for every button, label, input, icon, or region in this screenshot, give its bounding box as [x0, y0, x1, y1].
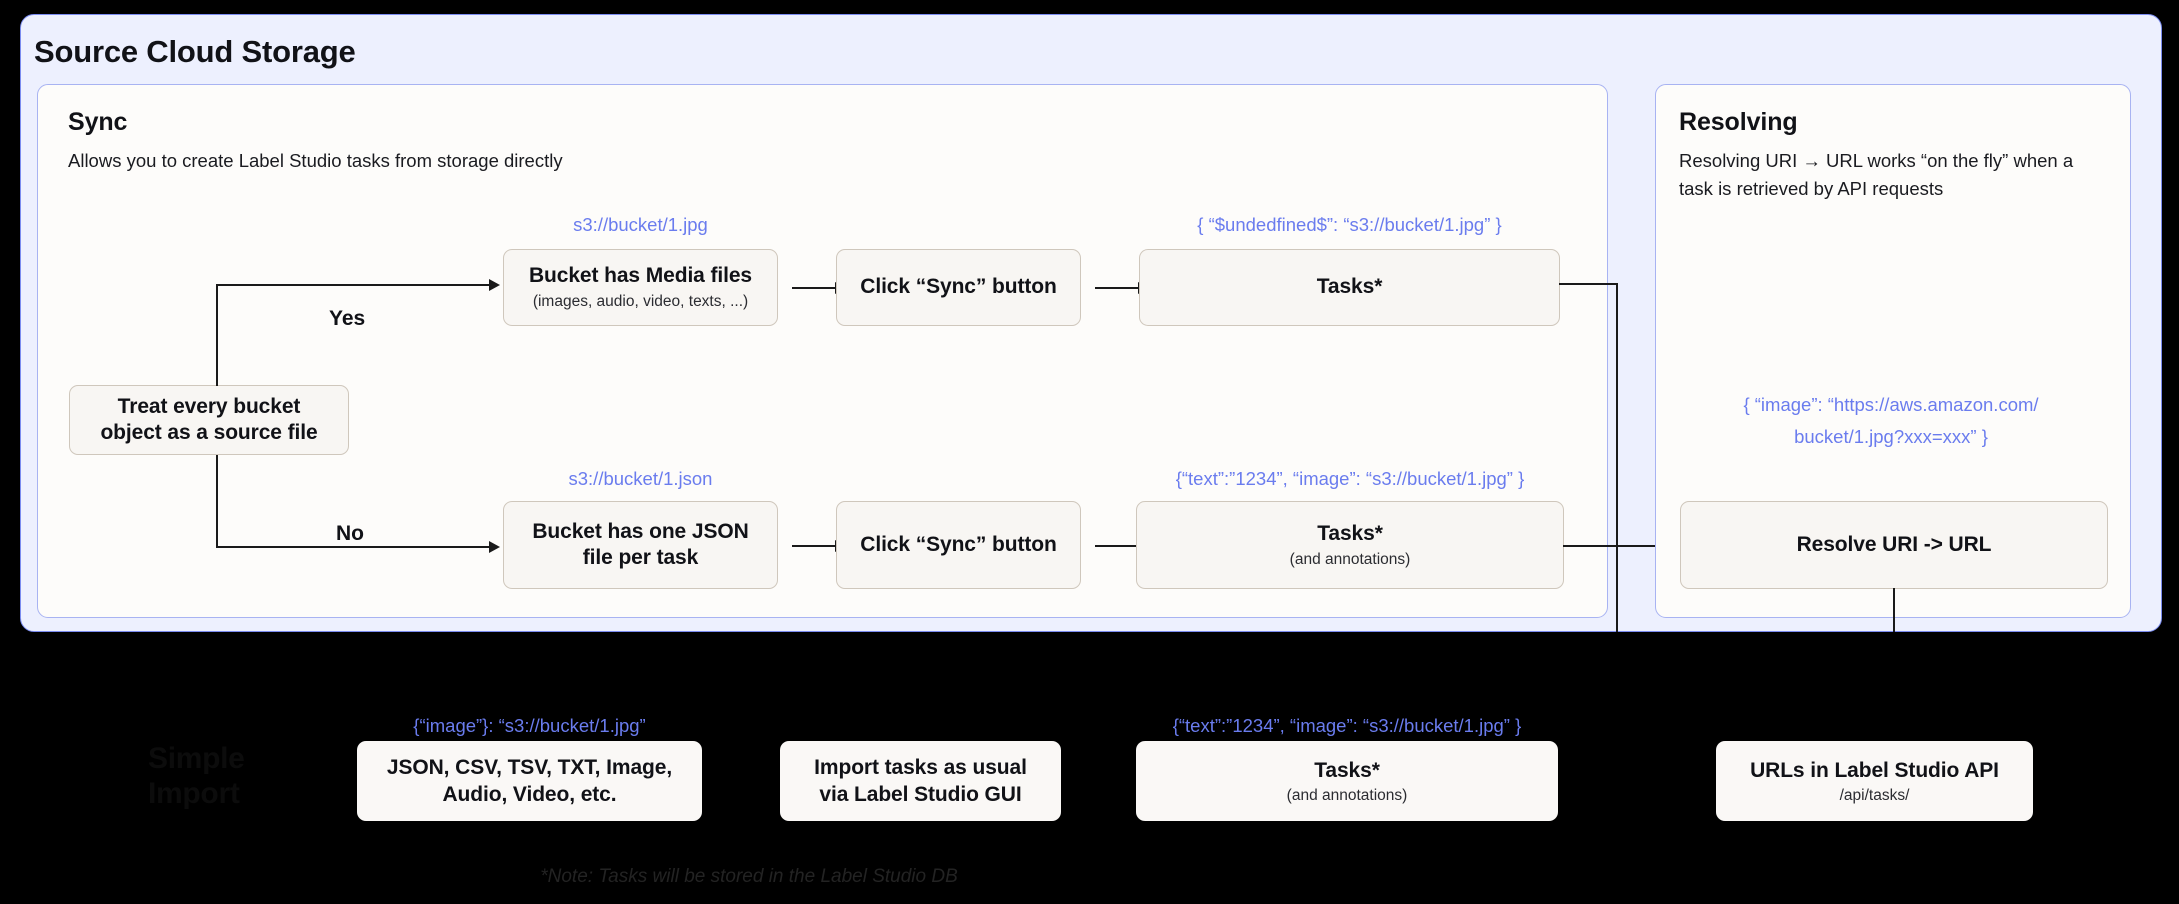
branch-yes-vertical-connector	[216, 284, 218, 386]
branch-yes-arrowhead	[489, 279, 500, 291]
branch-label-no: No	[336, 522, 364, 545]
bottom-api-title: URLs in Label Studio API	[1750, 758, 1999, 782]
bottom-api-box[interactable]: URLs in Label Studio API /api/tasks/	[1716, 741, 2033, 821]
row1-arrow-1-line	[792, 287, 837, 289]
simple-import-watermark-label: Simple Import	[148, 742, 245, 810]
row1-uri-note: s3://bucket/1.jpg	[573, 214, 708, 235]
branch-no-vertical-connector	[216, 455, 218, 548]
row1-sync-button-box[interactable]: Click “Sync” button	[836, 249, 1081, 326]
row1-result-note: { “$undedfined$”: “s3://bucket/1.jpg” }	[1197, 214, 1502, 235]
row1-tasks-title: Tasks*	[1316, 275, 1383, 299]
decision-box-label: Treat every bucket object as a source fi…	[100, 394, 318, 444]
row1-tasks-exit-vertical	[1616, 283, 1618, 632]
row1-source-title: Bucket has Media files	[528, 264, 753, 288]
resolving-url-note-line1: { “image”: “https://aws.amazon.com/	[1743, 394, 2039, 415]
row2-arrow-1-line	[792, 545, 837, 547]
row2-tasks-box[interactable]: Tasks* (and annotations)	[1136, 501, 1564, 589]
resolving-subtitle: Resolving URI → URL works “on the fly” w…	[1679, 150, 2074, 199]
row1-sync-button-label: Click “Sync” button	[860, 275, 1057, 299]
bottom-formats-label: JSON, CSV, TSV, TXT, Image, Audio, Video…	[386, 755, 673, 806]
bottom-api-sub: /api/tasks/	[1839, 787, 1910, 805]
row2-tasks-sub: (and annotations)	[1289, 550, 1411, 568]
bottom-tasks-box[interactable]: Tasks* (and annotations)	[1136, 741, 1558, 821]
row1-source-sub: (images, audio, video, texts, ...)	[532, 293, 749, 311]
row1-source-box[interactable]: Bucket has Media files (images, audio, v…	[503, 249, 778, 326]
row1-arrow-2-line	[1095, 287, 1140, 289]
sync-heading: Sync	[68, 108, 128, 136]
row2-tasks-title: Tasks*	[1317, 521, 1383, 545]
bottom-tasks-note: {“text”:”1234”, “image”: “s3://bucket/1.…	[1172, 715, 1522, 736]
resolve-uri-to-url-label: Resolve URI -> URL	[1796, 532, 1992, 556]
row2-sync-button-box[interactable]: Click “Sync” button	[836, 501, 1081, 589]
row1-tasks-box[interactable]: Tasks*	[1139, 249, 1560, 326]
sync-subtitle: Allows you to create Label Studio tasks …	[68, 150, 563, 171]
branch-no-horizontal-connector	[216, 546, 491, 548]
resolving-heading: Resolving	[1679, 108, 1798, 136]
row2-to-resolve-line	[1563, 545, 1678, 547]
row2-result-note: {“text”:”1234”, “image”: “s3://bucket/1.…	[1175, 468, 1525, 489]
row1-tasks-exit-horizontal	[1559, 283, 1617, 285]
bottom-tasks-sub: (and annotations)	[1286, 787, 1408, 805]
branch-label-yes: Yes	[329, 307, 366, 330]
bottom-formats-note: {“image”}: “s3://bucket/1.jpg”	[413, 715, 646, 736]
resolve-uri-to-url-box[interactable]: Resolve URI -> URL	[1680, 501, 2108, 589]
row2-source-title: Bucket has one JSON file per task	[532, 519, 749, 569]
branch-yes-horizontal-connector	[216, 284, 491, 286]
row2-uri-note: s3://bucket/1.json	[568, 468, 713, 489]
page-title: Source Cloud Storage	[34, 34, 356, 69]
footnote: *Note: Tasks will be stored in the Label…	[540, 866, 958, 887]
row2-arrow-2-line	[1095, 545, 1140, 547]
branch-no-arrowhead	[489, 541, 500, 553]
bottom-tasks-title: Tasks*	[1314, 758, 1380, 782]
bottom-import-label: Import tasks as usual via Label Studio G…	[814, 755, 1027, 806]
decision-box-treat-bucket-object[interactable]: Treat every bucket object as a source fi…	[69, 385, 349, 455]
bottom-formats-box[interactable]: JSON, CSV, TSV, TXT, Image, Audio, Video…	[357, 741, 702, 821]
row2-sync-button-label: Click “Sync” button	[860, 532, 1057, 556]
resolving-url-note-line2: bucket/1.jpg?xxx=xxx” }	[1794, 426, 1988, 447]
simple-import-watermark: Simple Import	[148, 742, 338, 811]
row2-source-box[interactable]: Bucket has one JSON file per task	[503, 501, 778, 589]
bottom-import-box[interactable]: Import tasks as usual via Label Studio G…	[780, 741, 1061, 821]
resolve-exit-vertical	[1893, 588, 1895, 632]
